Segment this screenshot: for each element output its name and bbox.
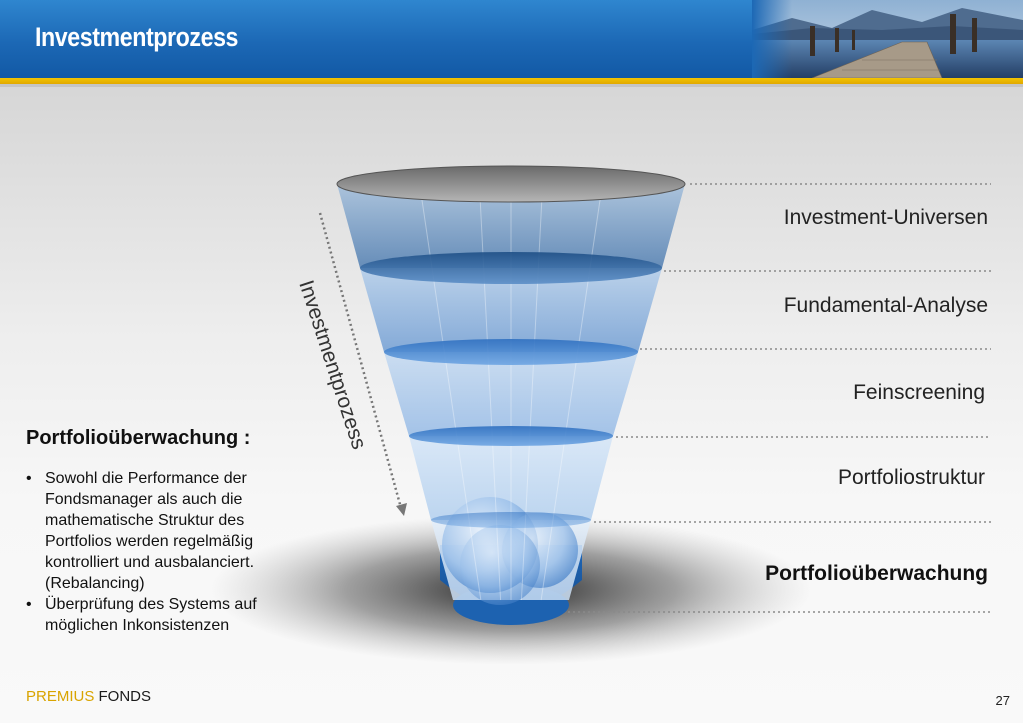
funnel-band [337, 184, 685, 268]
funnel-ring [384, 339, 638, 365]
funnel-top-rim [336, 165, 686, 203]
page-title: Investmentprozess [35, 22, 239, 52]
stage-label: Portfoliostruktur [837, 466, 985, 489]
side-panel-bullets: Sowohl die Performance der Fondsmanager … [26, 468, 301, 636]
process-arrow-head [396, 503, 407, 516]
stage-label: Feinscreening [853, 381, 985, 404]
stage-label: Investment-Universen [783, 206, 988, 229]
logo-part-premius: PREMIUS [26, 688, 95, 705]
bullet-item: Sowohl die Performance der Fondsmanager … [26, 468, 301, 594]
header-divider [0, 84, 1023, 87]
gold-accent-bar [0, 78, 1023, 84]
funnel-sphere [460, 525, 540, 605]
funnel-band [384, 352, 638, 436]
bullet-item: Überprüfung des Systems auf möglichen In… [26, 594, 301, 636]
funnel-ring [431, 512, 591, 528]
page-number: 27 [995, 693, 1010, 708]
side-panel-heading: Portfolioüberwachung : [26, 427, 251, 449]
logo-part-fonds: FONDS [94, 688, 152, 705]
stage-label: Portfolioüberwachung [765, 562, 988, 585]
process-arrow-line [318, 212, 403, 509]
funnel-band [360, 268, 662, 352]
stage-label: Fundamental-Analyse [783, 294, 988, 317]
funnel-ring [360, 252, 662, 284]
premius-fonds-logo: PREMIUS FONDS [26, 688, 151, 705]
pier-lake-photo [752, 0, 1023, 78]
header-banner: Investmentprozess [0, 0, 1023, 78]
funnel-ring [409, 426, 613, 446]
funnel-band [409, 436, 613, 520]
